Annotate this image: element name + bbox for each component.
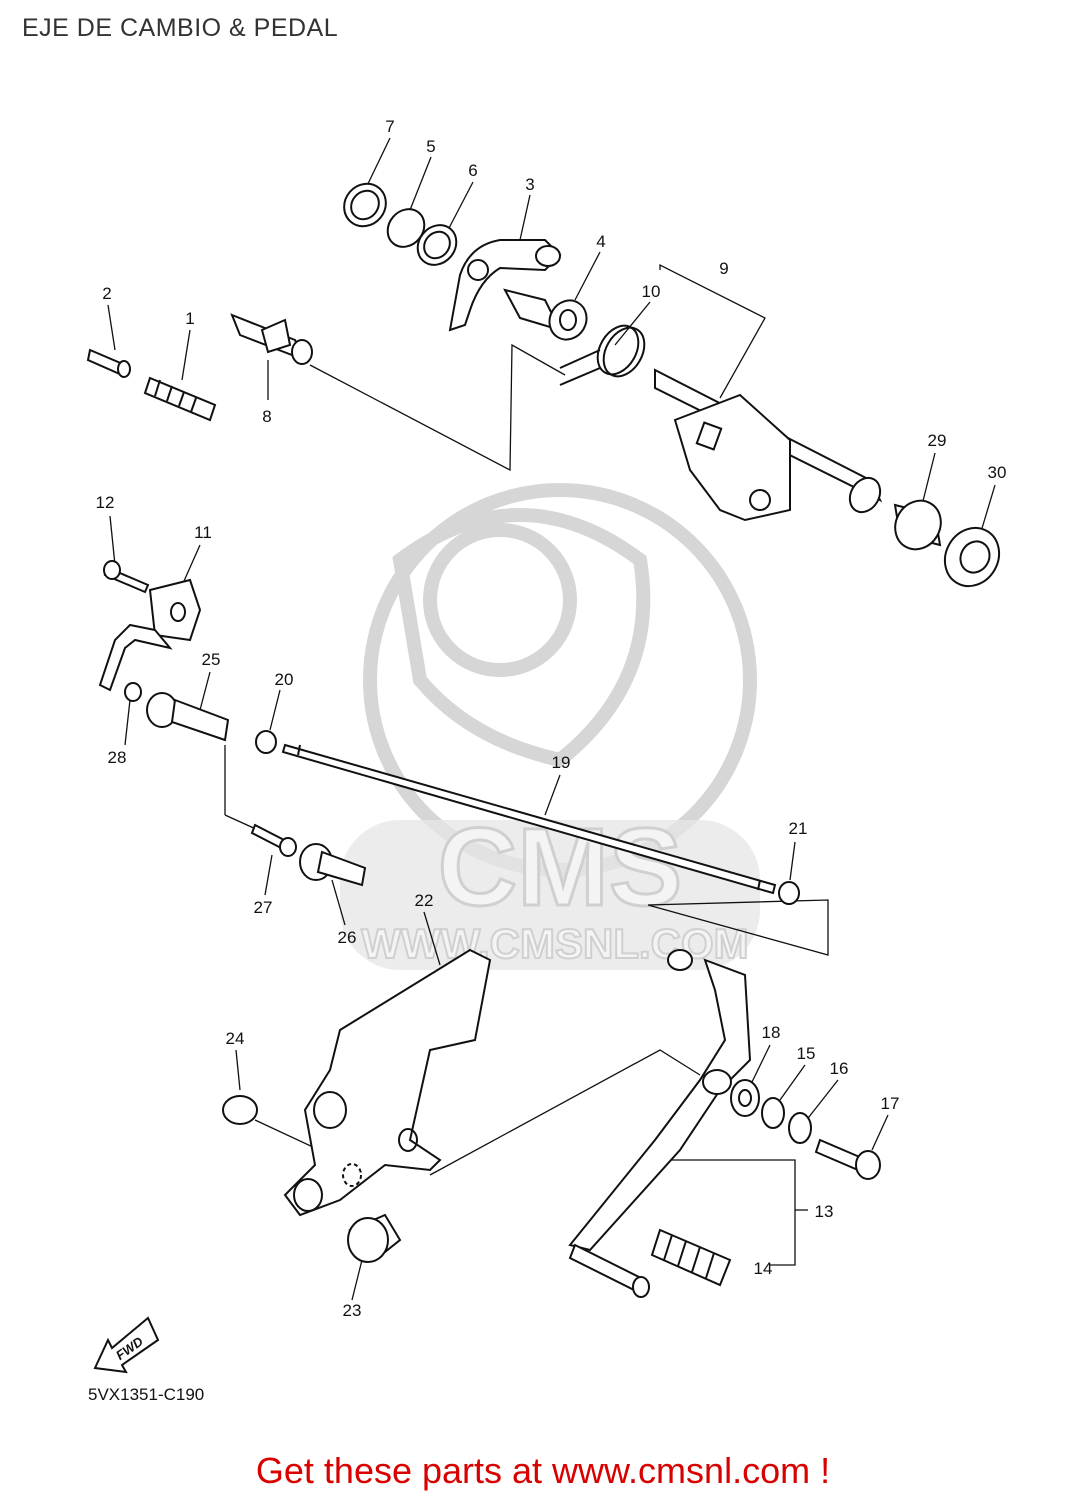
get-parts-link[interactable]: Get these parts at www.cmsnl.com ! bbox=[255, 1450, 831, 1491]
part-23-damper bbox=[347, 1213, 402, 1263]
part-15-washer bbox=[761, 1097, 785, 1129]
part-17-bolt bbox=[814, 1138, 881, 1180]
diagram-title: EJE DE CAMBIO & PEDAL bbox=[22, 14, 339, 42]
part-21-nut bbox=[778, 881, 800, 905]
part-label-24: 24 bbox=[226, 1029, 245, 1048]
part-label-13: 13 bbox=[815, 1202, 834, 1221]
part-label-27: 27 bbox=[254, 898, 273, 917]
cms-watermark-logo: CMS WWW.CMSNL.COM bbox=[340, 483, 760, 970]
part-24-damper bbox=[222, 1095, 258, 1125]
part-18-washer bbox=[730, 1079, 760, 1117]
part-label-11: 11 bbox=[194, 523, 212, 542]
part-label-29: 29 bbox=[928, 431, 947, 450]
part-27-bolt bbox=[250, 823, 297, 857]
part-label-20: 20 bbox=[275, 670, 294, 689]
part-label-2: 2 bbox=[102, 284, 111, 303]
part-10-torsion-spring bbox=[559, 324, 646, 386]
part-20-nut bbox=[255, 730, 277, 754]
diagram-code: 5VX1351-C190 bbox=[88, 1385, 205, 1404]
part-label-26: 26 bbox=[338, 928, 357, 947]
part-label-7: 7 bbox=[385, 117, 394, 136]
part-label-14: 14 bbox=[754, 1259, 773, 1278]
part-8-bolt bbox=[230, 313, 313, 365]
part-label-3: 3 bbox=[525, 175, 534, 194]
part-label-6: 6 bbox=[468, 161, 477, 180]
part-29-bushing bbox=[893, 499, 942, 551]
part-label-19: 19 bbox=[552, 753, 571, 772]
part-label-15: 15 bbox=[797, 1044, 816, 1063]
part-13-shift-pedal bbox=[568, 949, 752, 1298]
part-9-shift-shaft bbox=[654, 368, 883, 522]
part-11-shift-arm bbox=[98, 578, 202, 692]
part-label-10: 10 bbox=[642, 282, 661, 301]
part-label-17: 17 bbox=[881, 1094, 900, 1113]
part-label-25: 25 bbox=[202, 650, 221, 669]
part-label-12: 12 bbox=[96, 493, 115, 512]
part-label-4: 4 bbox=[596, 232, 605, 251]
part-label-1: 1 bbox=[185, 309, 194, 328]
part-label-28: 28 bbox=[108, 748, 127, 767]
part-6-washer bbox=[416, 224, 458, 266]
part-12-bolt bbox=[103, 560, 150, 594]
part-label-23: 23 bbox=[343, 1301, 362, 1320]
part-4-collar bbox=[503, 288, 588, 341]
part-19-shift-rod bbox=[281, 743, 777, 895]
part-2-pin bbox=[86, 348, 131, 378]
part-label-22: 22 bbox=[415, 891, 434, 910]
part-number-labels: 7 5 6 3 4 9 10 2 1 8 29 30 12 11 25 20 2… bbox=[96, 117, 1007, 1320]
part-3-shift-guide bbox=[448, 239, 562, 332]
part-7-oil-seal bbox=[343, 182, 387, 228]
part-label-18: 18 bbox=[762, 1023, 781, 1042]
part-label-9: 9 bbox=[719, 259, 728, 278]
part-label-16: 16 bbox=[830, 1059, 849, 1078]
part-14-pedal-rubber bbox=[650, 1228, 732, 1287]
part-label-5: 5 bbox=[426, 137, 435, 156]
part-28-washer bbox=[124, 682, 142, 702]
part-label-30: 30 bbox=[988, 463, 1007, 482]
part-label-8: 8 bbox=[262, 407, 271, 426]
part-16-washer bbox=[788, 1112, 812, 1144]
part-26-joint bbox=[299, 843, 367, 887]
part-label-21: 21 bbox=[789, 819, 808, 838]
part-25-joint bbox=[146, 692, 230, 742]
part-1-spring bbox=[143, 376, 217, 422]
part-22-footrest-bracket bbox=[283, 948, 492, 1217]
fwd-arrow-icon: FWD bbox=[93, 1316, 160, 1374]
part-30-oil-seal bbox=[943, 526, 1001, 588]
leader-lines bbox=[107, 137, 996, 1301]
